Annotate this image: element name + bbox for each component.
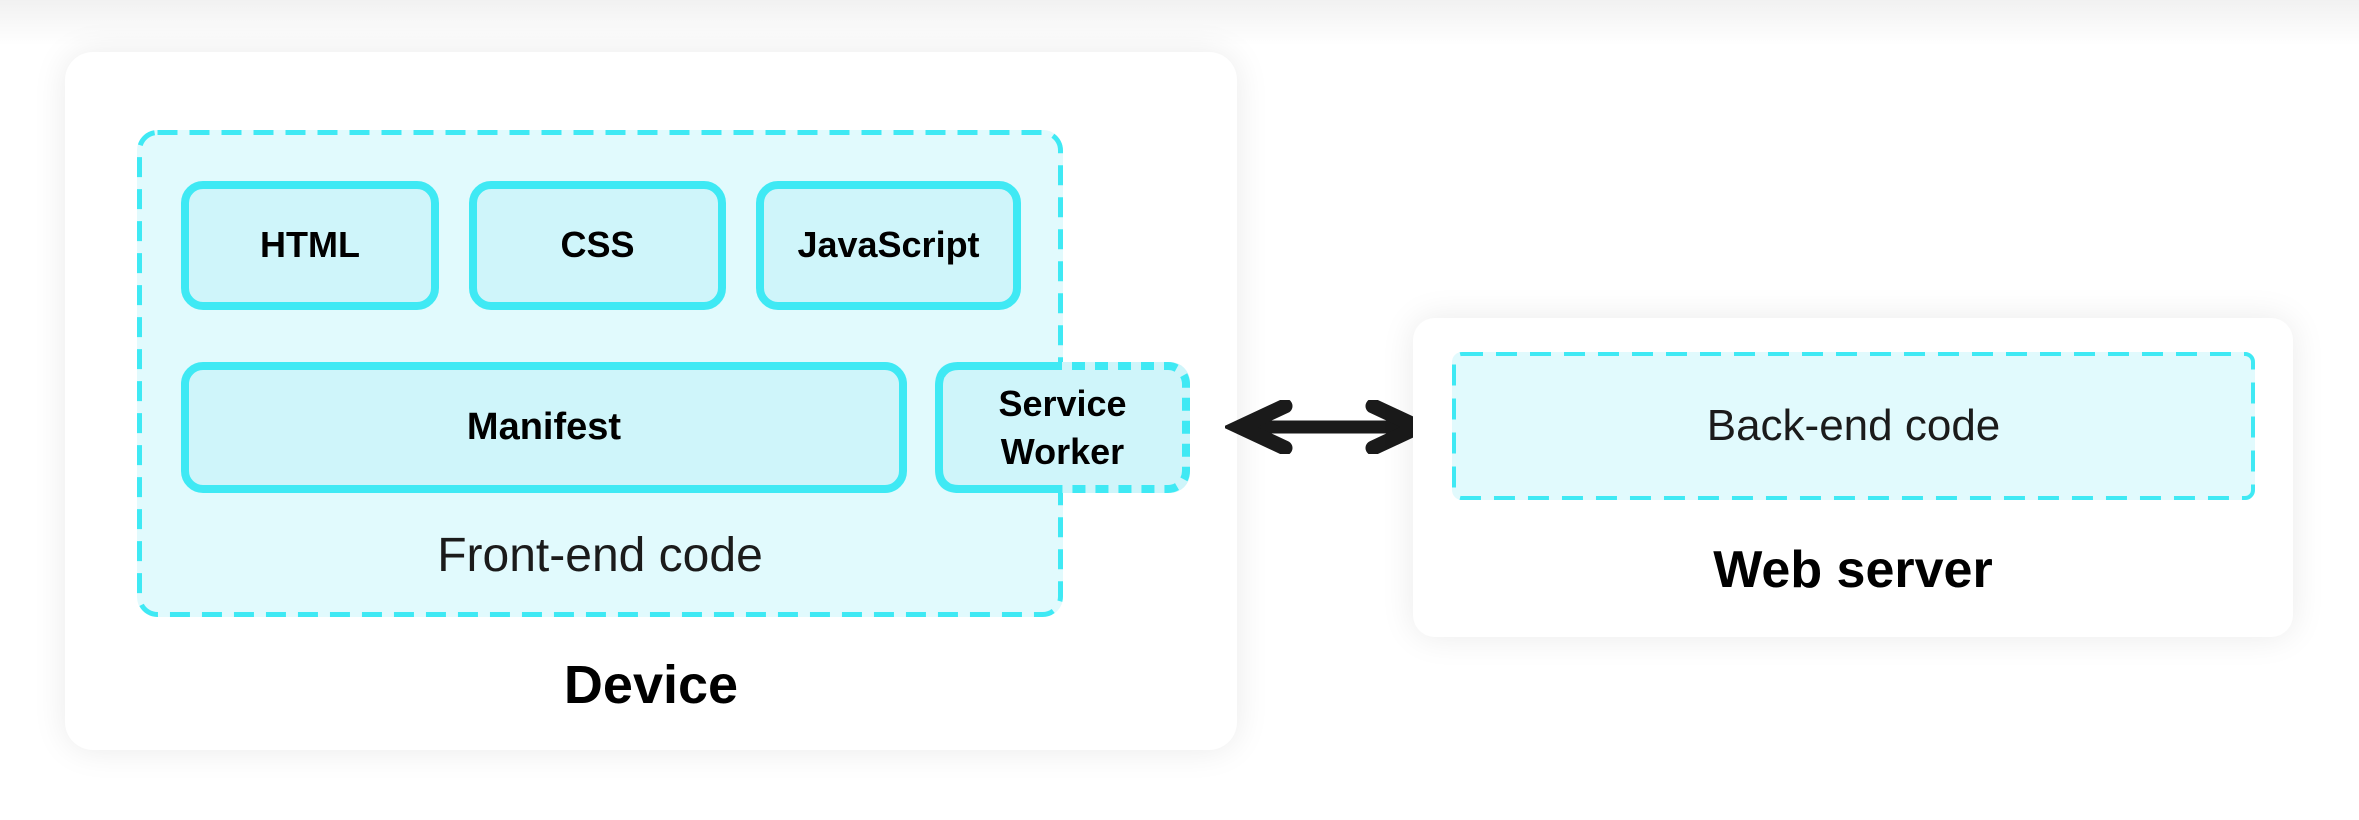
top-shadow-fade <box>0 0 2359 46</box>
device-panel: HTML CSS JavaScript Manifest Service Wor… <box>65 52 1237 750</box>
device-caption: Device <box>563 655 739 715</box>
html-box-label: HTML <box>260 224 360 266</box>
css-box: CSS <box>469 181 726 310</box>
web-server-caption: Web server <box>1713 541 1993 599</box>
backend-code-box: Back-end code <box>1452 352 2255 500</box>
service-worker-border <box>935 362 1190 493</box>
frontend-code-caption: Front-end code <box>437 529 763 582</box>
service-worker-box: Service Worker <box>935 362 1190 493</box>
backend-box-dashed-border <box>1452 352 2255 500</box>
javascript-box: JavaScript <box>756 181 1021 310</box>
manifest-box: Manifest <box>181 362 907 493</box>
html-box: HTML <box>181 181 439 310</box>
backend-code-label: Back-end code <box>1706 401 2001 450</box>
javascript-box-label: JavaScript <box>797 224 980 266</box>
css-box-label: CSS <box>560 224 635 266</box>
manifest-box-label: Manifest <box>466 405 622 448</box>
double-arrow-icon <box>1225 400 1433 454</box>
web-server-panel: Back-end code Web server <box>1413 318 2293 637</box>
service-worker-label: Service Worker <box>998 382 1127 472</box>
